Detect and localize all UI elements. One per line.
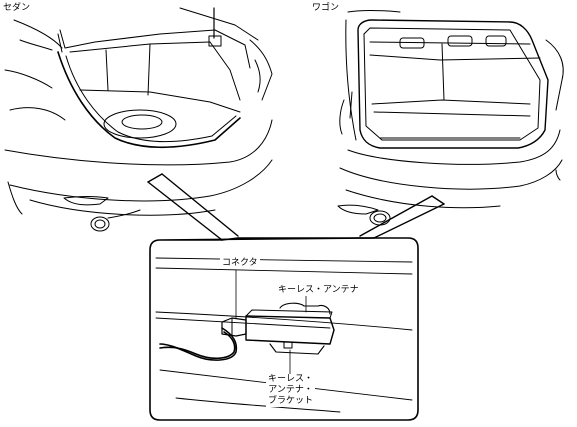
callout-pointers (147, 173, 445, 241)
sedan-label: セダン (3, 3, 31, 13)
sedan-rear-illustration (4, 7, 273, 232)
bracket-label-line-1: キーレス・ (268, 374, 314, 384)
wagon-label: ワゴン (312, 3, 340, 13)
bracket-label-line-3: ブラケット (268, 396, 314, 406)
keyless-antenna-bracket-label: キーレス・ アンテナ・ ブラケット (266, 374, 316, 407)
callout-box (149, 237, 419, 421)
wagon-rear-illustration (337, 10, 564, 226)
keyless-antenna-label: キーレス・アンテナ (276, 285, 361, 296)
leader-lines (235, 269, 307, 375)
bracket-label-line-2: アンテナ・ (268, 385, 313, 395)
connector-label: コネクタ (220, 258, 260, 269)
